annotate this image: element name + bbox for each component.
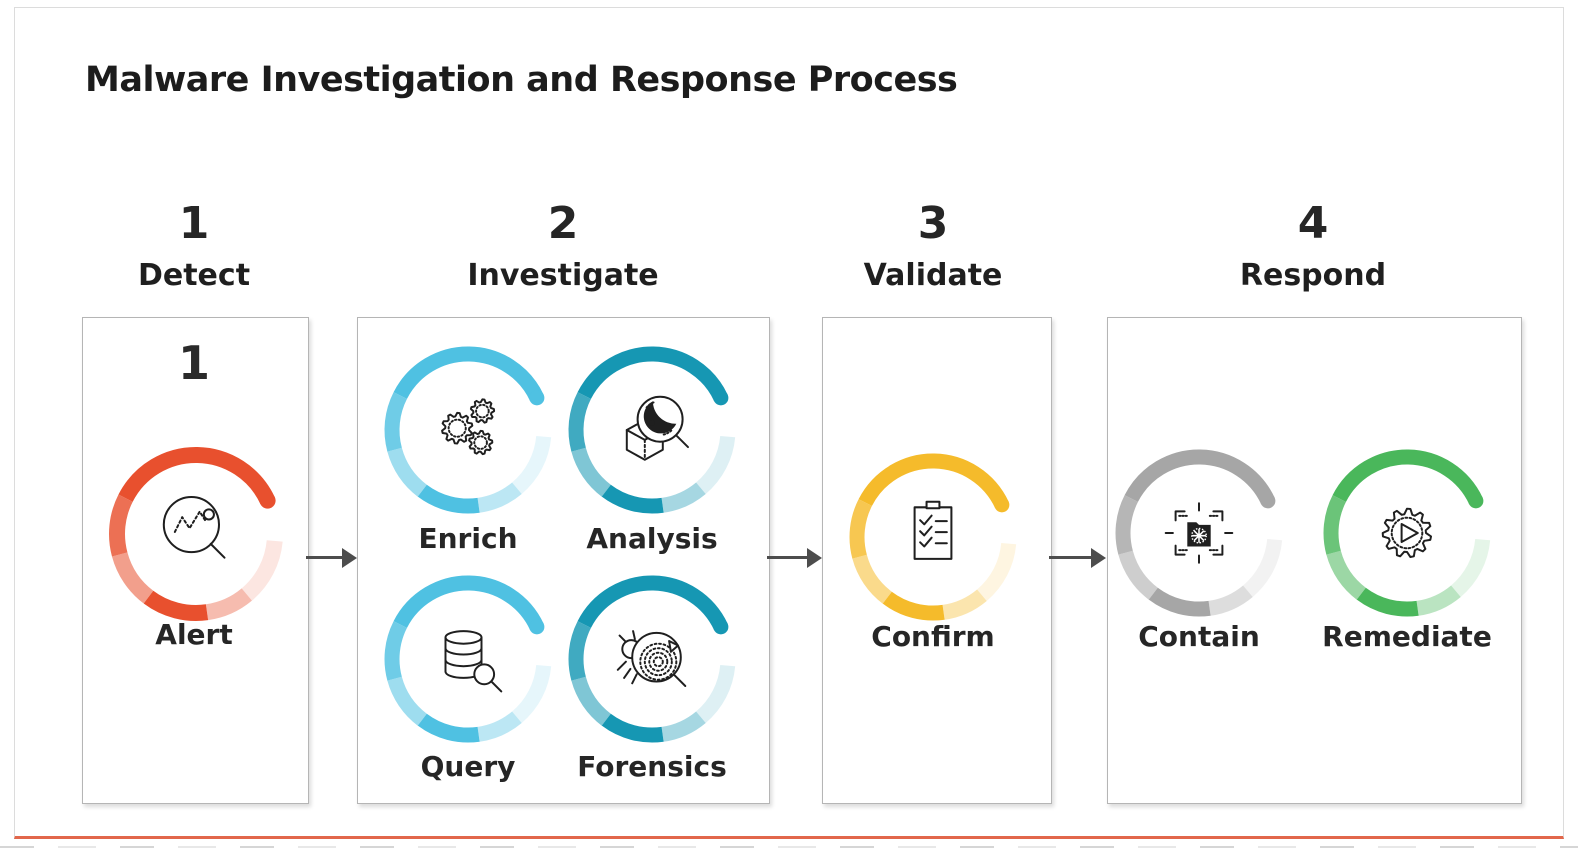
query-progress-ring (384, 575, 552, 743)
bug-forensics-magnifier-icon (607, 614, 697, 704)
forensics-label: Forensics (577, 750, 727, 783)
stage-4-box (1107, 317, 1522, 804)
database-search-icon (423, 614, 513, 704)
stage-2-label: Investigate (467, 258, 659, 293)
confirm-progress-ring (849, 453, 1017, 621)
arrow-right-icon (306, 547, 357, 568)
stage-1-label: Detect (137, 258, 251, 293)
alert-label: Alert (155, 618, 233, 651)
alert-magnifier-icon (150, 485, 242, 577)
stage-4-label: Respond (1239, 258, 1387, 293)
query-label: Query (420, 750, 516, 783)
arrow-right-icon (767, 547, 822, 568)
detect-box-number: 1 (177, 336, 211, 390)
gears-icon (423, 385, 513, 475)
alert-progress-ring (109, 446, 283, 621)
remediate-progress-ring (1323, 449, 1491, 617)
stage-3-label: Validate (863, 258, 1003, 293)
contain-label: Contain (1138, 620, 1260, 653)
arrow-right-icon (1049, 547, 1106, 568)
enrich-progress-ring (384, 346, 552, 514)
analysis-label: Analysis (586, 522, 718, 555)
remediate-label: Remediate (1322, 620, 1492, 653)
target-malware-icon (1154, 488, 1244, 578)
page-title: Malware Investigation and Response Proce… (85, 60, 958, 100)
contain-progress-ring (1115, 449, 1283, 617)
stage-3-number: 3 (917, 198, 949, 249)
malware-analysis-magnifier-icon (607, 385, 697, 475)
checklist-clipboard-icon (887, 488, 979, 580)
confirm-label: Confirm (871, 620, 995, 653)
analysis-progress-ring (568, 346, 736, 514)
forensics-progress-ring (568, 575, 736, 743)
bottom-edge-dashes (0, 846, 1578, 848)
gear-play-icon (1362, 488, 1452, 578)
stage-1-number: 1 (178, 198, 210, 249)
stage-2-number: 2 (547, 198, 579, 249)
stage-4-number: 4 (1297, 198, 1329, 249)
enrich-label: Enrich (418, 522, 518, 555)
